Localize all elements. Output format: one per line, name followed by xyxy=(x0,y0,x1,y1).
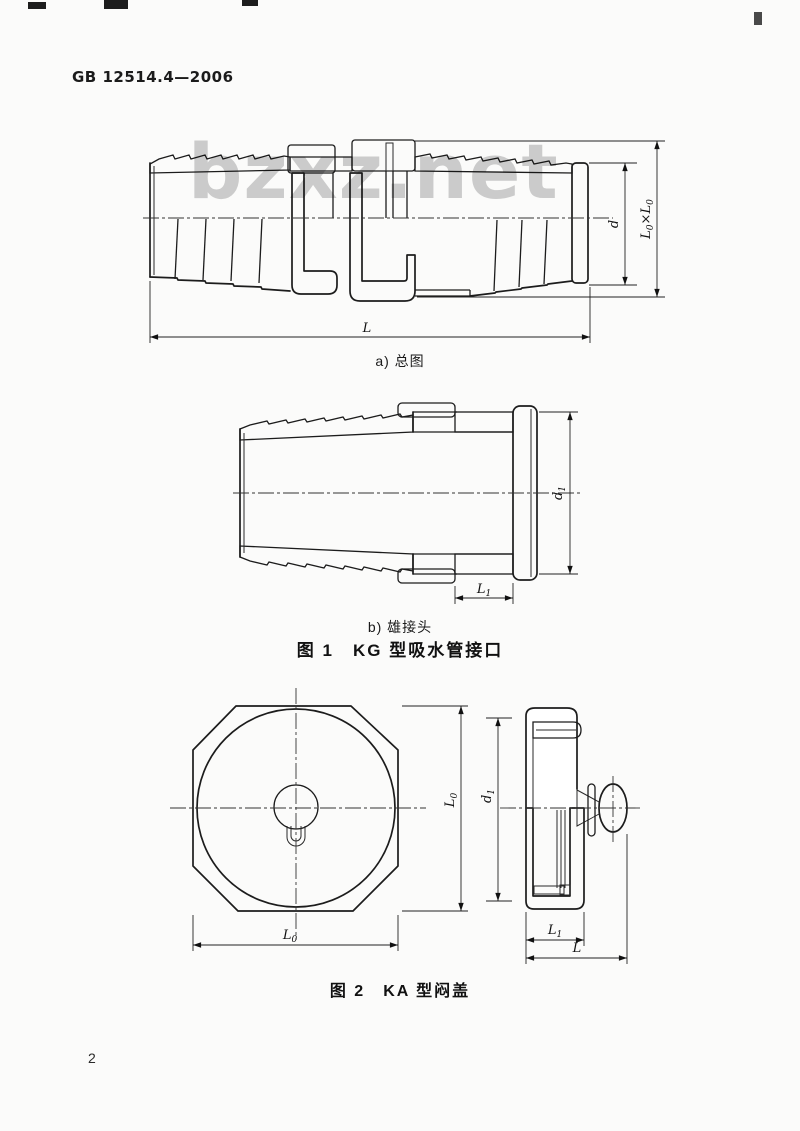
figure-1b-caption: b) 雄接头 xyxy=(367,619,433,635)
dimension-L0xL0: L0×L0 xyxy=(415,140,665,298)
octagon-body xyxy=(192,705,399,912)
dim-label-L: L xyxy=(572,941,582,956)
dimension-d: d xyxy=(589,162,637,286)
dim-label-d1: d1 xyxy=(480,789,497,803)
dimension-L0-right: L0 xyxy=(402,705,468,912)
dimension-L0-bottom: L0 xyxy=(192,915,399,951)
top-lug xyxy=(532,721,582,739)
figure-1a-general-view-drawing: d L0×L0 L xyxy=(143,139,665,343)
figure-1a-caption: a) 总图 xyxy=(375,353,425,369)
figure-1b-male-connector-drawing: d1 L1 xyxy=(233,402,583,604)
lug-top xyxy=(397,402,456,418)
collar-right-sectioned xyxy=(351,139,416,172)
figure-2-title: 图 2 KA 型闷盖 xyxy=(329,983,471,1000)
toggle-pin xyxy=(587,783,596,837)
standard-code: GB 12514.4—2006 xyxy=(72,68,234,86)
gasket-washer xyxy=(533,885,565,895)
scan-artifact xyxy=(754,12,762,25)
dim-label-d1: d1 xyxy=(551,486,568,500)
gasket xyxy=(385,142,394,172)
dim-label-L0: L0 xyxy=(443,793,460,809)
claw-hook-right xyxy=(349,172,416,302)
dim-label-L0xL0: L0×L0 xyxy=(639,199,656,240)
dim-label-L1: L1 xyxy=(476,582,491,599)
thread-band-bottom xyxy=(454,553,514,575)
cap-side-section-view: d1 L1 L xyxy=(480,707,640,964)
dim-label-L0: L0 xyxy=(282,928,298,945)
dimension-L: L xyxy=(526,834,628,964)
lug-bottom xyxy=(397,568,456,584)
scan-artifact xyxy=(242,0,258,6)
coupling-center-assembly xyxy=(287,139,471,302)
dimension-L1: L1 xyxy=(525,912,585,964)
dimension-L1: L1 xyxy=(454,582,514,604)
dimension-d1: d1 xyxy=(539,411,578,575)
dimension-L: L xyxy=(149,281,591,343)
tail-end-ring xyxy=(571,162,589,284)
hose-tail-right xyxy=(414,153,589,297)
dim-label-L1: L1 xyxy=(547,923,562,940)
gasket-section xyxy=(559,884,571,896)
collar-left xyxy=(287,144,336,174)
page-number: 2 xyxy=(88,1050,96,1066)
figure-1-title: 图 1 KG 型吸水管接口 xyxy=(296,641,504,660)
thread-band-top xyxy=(454,411,514,433)
dim-label-L: L xyxy=(362,321,372,336)
hose-tail-left xyxy=(149,154,291,292)
dim-label-d: d xyxy=(607,220,622,228)
figure-2-blind-cap-drawing: L0 L0 xyxy=(170,688,640,964)
claw-hook-left xyxy=(291,172,338,295)
scan-artifact xyxy=(104,0,128,9)
dimension-d1: d1 xyxy=(480,717,512,902)
cap-front-view: L0 L0 xyxy=(170,688,468,951)
scan-artifact xyxy=(28,2,46,9)
